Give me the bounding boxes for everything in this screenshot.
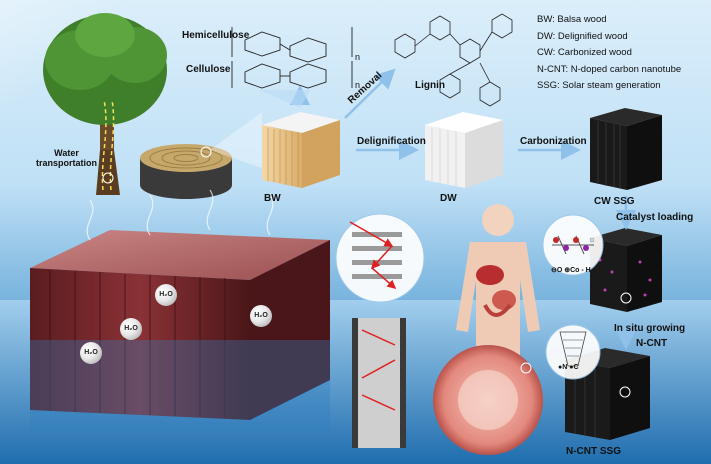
lignin-structure [394, 13, 513, 107]
label-lignin: Lignin [415, 80, 445, 91]
legend-item-ssg: SSG: Solar steam generation [537, 80, 661, 91]
light-trapping-bubble [335, 213, 425, 303]
label-water-transportation: Water transportation [36, 148, 97, 168]
label-transportation: transportation [36, 158, 98, 168]
cnt-structure-bubble [545, 324, 601, 380]
microchannel-column [352, 318, 406, 448]
tree-icon [43, 13, 167, 195]
water-molecule-3: H₂O [250, 305, 272, 327]
label-bw: BW [264, 193, 281, 204]
water-molecule-2: H₂O [120, 318, 142, 340]
label-cw-ssg: CW SSG [594, 196, 635, 207]
label-cnt-legend: ●N ●C [558, 364, 579, 371]
label-cellulose: Cellulose [186, 64, 231, 75]
process-arrows [290, 68, 636, 350]
label-hemicellulose: Hemicellulose [182, 30, 250, 41]
label-subscript-n1: n [355, 52, 361, 62]
zoom-beam [210, 112, 262, 168]
wood-evaporator-block [30, 230, 330, 430]
steam-vapor [86, 189, 274, 241]
label-dw: DW [440, 193, 457, 204]
legend-item-cw: CW: Carbonized wood [537, 47, 632, 58]
water-molecule-4: H₂O [80, 342, 102, 364]
abbreviation-legend: BW: Balsa wood DW: Delignified wood CW: … [537, 12, 681, 95]
legend-item-bw: BW: Balsa wood [537, 14, 607, 25]
label-ncnt-ssg: N-CNT SSG [566, 446, 621, 457]
label-catalyst-loading: Catalyst loading [616, 212, 694, 223]
label-carbonization: Carbonization [520, 136, 587, 147]
balsa-wood-block [262, 112, 340, 188]
label-in-situ-growing: In situ growing [614, 323, 686, 334]
legend-item-dw: DW: Delignified wood [537, 30, 628, 42]
catalyst-molecule-bubble [542, 214, 604, 276]
cellulose-structure [231, 61, 353, 89]
label-ncnt: N-CNT [636, 338, 668, 349]
delignified-wood-block [425, 112, 503, 188]
hemicellulose-structure [231, 27, 353, 63]
label-subscript-n2: n [355, 80, 361, 90]
label-delignification: Delignification [357, 136, 426, 147]
label-catalyst-legend: ⊖O ⊕Co - H [551, 267, 591, 274]
removal-cone [260, 90, 310, 108]
legend-item-ncnt: N-CNT: N-doped carbon nanotube [537, 63, 682, 75]
log-slice [140, 144, 232, 199]
carbonized-wood-block [590, 108, 662, 190]
human-body-icon [456, 204, 540, 360]
water-molecule-1: H₂O [155, 284, 177, 306]
label-water: Water [54, 148, 79, 158]
porous-tissue-disc [433, 345, 543, 455]
